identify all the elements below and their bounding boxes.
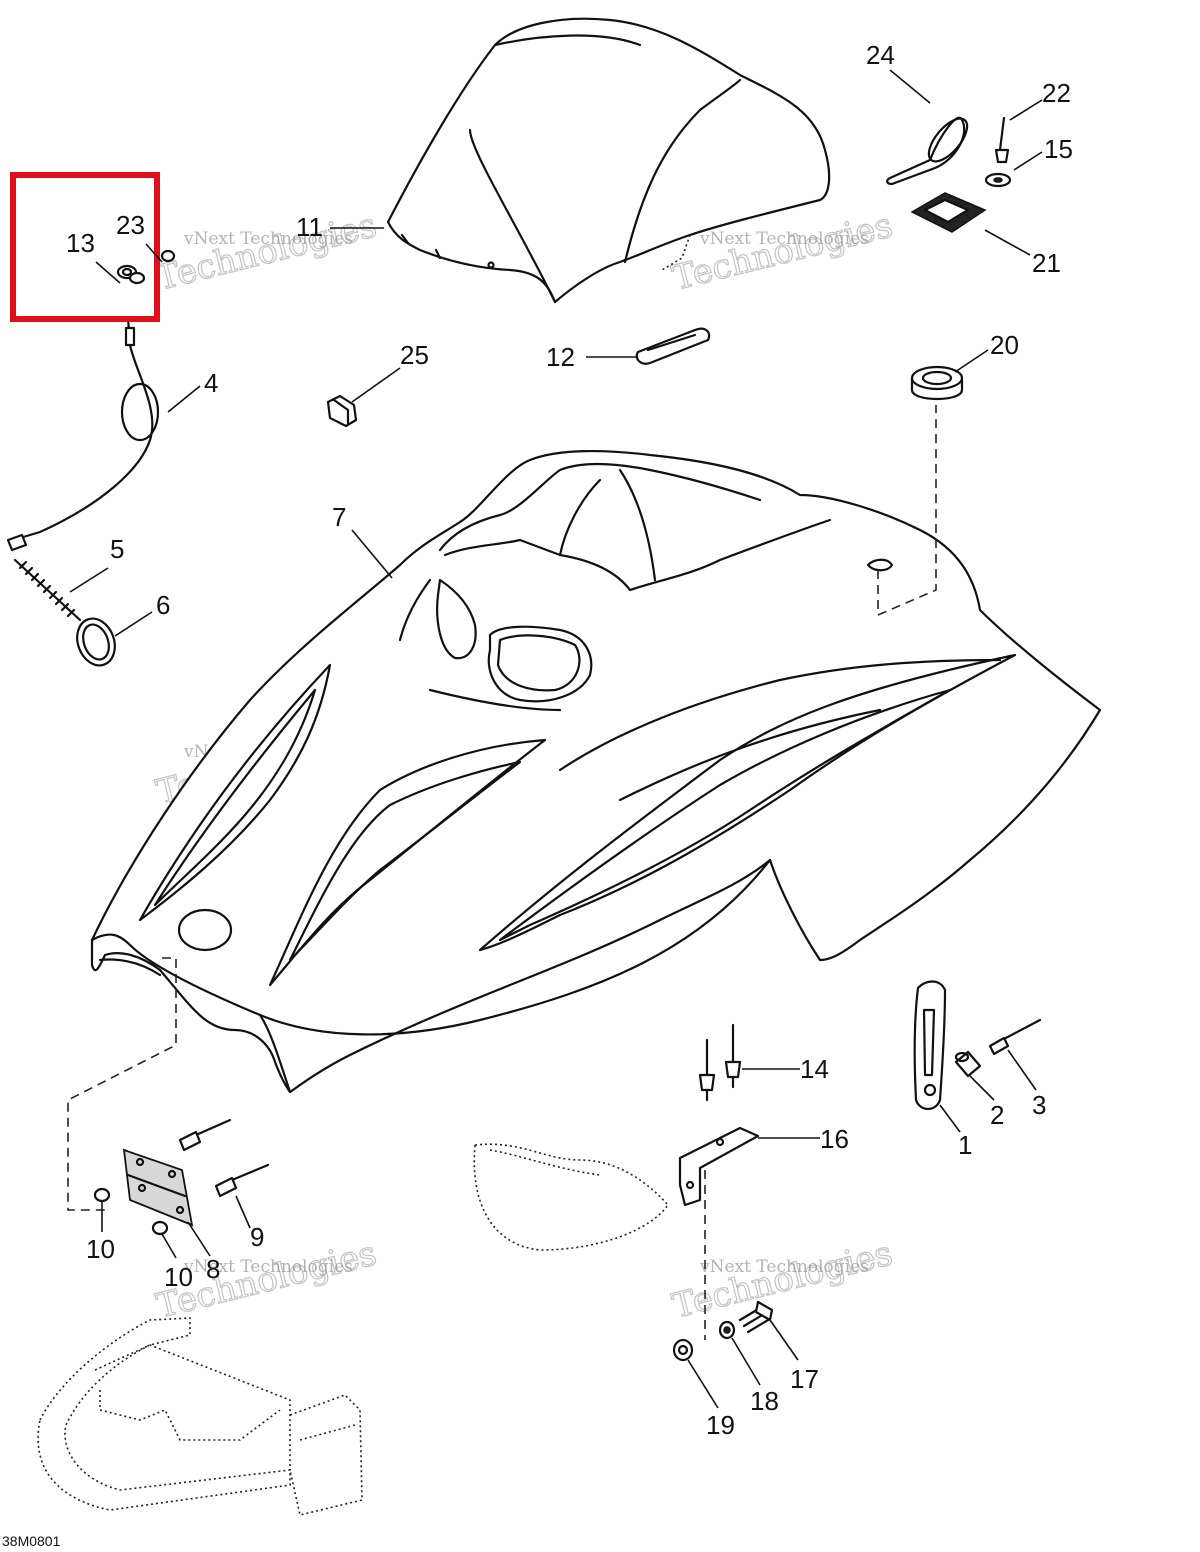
svg-text:vNext Technologies: vNext Technologies bbox=[183, 229, 353, 249]
callout-19: 19 bbox=[706, 1410, 735, 1440]
svg-text:vNext Technologies: vNext Technologies bbox=[183, 1257, 353, 1277]
callout-2: 2 bbox=[990, 1100, 1004, 1130]
watermark-bottom-right: Technologies vNext Technologies bbox=[668, 1233, 897, 1327]
svg-text:vNext Technologies: vNext Technologies bbox=[699, 229, 869, 249]
part-18-washer bbox=[718, 1320, 736, 1340]
part-14-rivets bbox=[698, 1023, 742, 1102]
callout-12: 12 bbox=[546, 342, 575, 372]
callout-11: 11 bbox=[296, 212, 323, 242]
part-24-cable-tie bbox=[886, 116, 969, 186]
callout-25: 25 bbox=[400, 340, 429, 370]
part-23-washer bbox=[160, 249, 176, 263]
part-5-spring bbox=[13, 558, 82, 622]
callout-18: 18 bbox=[750, 1386, 779, 1416]
callout-21: 21 bbox=[1032, 248, 1061, 278]
part-21-mount-base bbox=[910, 192, 987, 233]
part-8-hinge bbox=[122, 1148, 194, 1227]
leader-lines bbox=[69, 69, 1043, 1409]
part-22-screw bbox=[994, 116, 1010, 164]
callout-22: 22 bbox=[1042, 78, 1071, 108]
part-12-strip bbox=[635, 327, 711, 365]
callout-7: 7 bbox=[332, 502, 346, 532]
callout-14: 14 bbox=[800, 1054, 829, 1084]
callout-23: 23 bbox=[116, 210, 145, 240]
callout-16: 16 bbox=[820, 1124, 849, 1154]
part-2-spacer bbox=[954, 1050, 982, 1078]
part-9-rivets bbox=[178, 1118, 270, 1198]
figure-code: 38M0801 bbox=[2, 1533, 61, 1549]
part-25-clip bbox=[326, 394, 358, 428]
svg-text:Technologies: Technologies bbox=[153, 205, 381, 298]
part-16-bracket bbox=[678, 1126, 760, 1207]
part-15-washer bbox=[984, 172, 1012, 188]
part-10-nuts bbox=[93, 1187, 169, 1236]
assembly-line-left bbox=[67, 957, 177, 1211]
svg-text:Technologies: Technologies bbox=[669, 1233, 897, 1326]
callout-20: 20 bbox=[990, 330, 1019, 360]
part-1-handle bbox=[913, 980, 947, 1111]
callout-5: 5 bbox=[110, 534, 124, 564]
callout-1: 1 bbox=[958, 1130, 972, 1160]
callout-10-right: 10 bbox=[164, 1262, 193, 1292]
callout-15: 15 bbox=[1044, 134, 1073, 164]
part-6-grip-ring bbox=[76, 617, 116, 667]
callouts: 11 12 24 22 15 21 20 25 4 5 6 7 13 23 14… bbox=[66, 40, 1073, 1440]
callout-4: 4 bbox=[204, 368, 218, 398]
callout-6: 6 bbox=[156, 590, 170, 620]
callout-8: 8 bbox=[206, 1254, 220, 1284]
callout-10-left: 10 bbox=[86, 1234, 115, 1264]
bumper-outline bbox=[37, 1317, 363, 1516]
callout-24: 24 bbox=[866, 40, 895, 70]
callout-17: 17 bbox=[790, 1364, 819, 1394]
part-20-grommet bbox=[910, 365, 964, 400]
watermark-top-left: Technologies vNext Technologies bbox=[152, 205, 381, 299]
hood bbox=[90, 405, 1102, 1094]
part-3-rivet bbox=[988, 1018, 1042, 1056]
part-4-cable bbox=[6, 316, 160, 552]
callout-9: 9 bbox=[250, 1222, 264, 1252]
highlight-box bbox=[10, 172, 160, 322]
windshield bbox=[386, 17, 831, 304]
svg-text:vNext Technologies: vNext Technologies bbox=[699, 1257, 869, 1277]
flap-outline bbox=[473, 1143, 670, 1251]
part-13-clip bbox=[116, 264, 146, 285]
callout-13: 13 bbox=[66, 228, 95, 258]
callout-3: 3 bbox=[1032, 1090, 1046, 1120]
part-19-washer bbox=[672, 1338, 694, 1362]
